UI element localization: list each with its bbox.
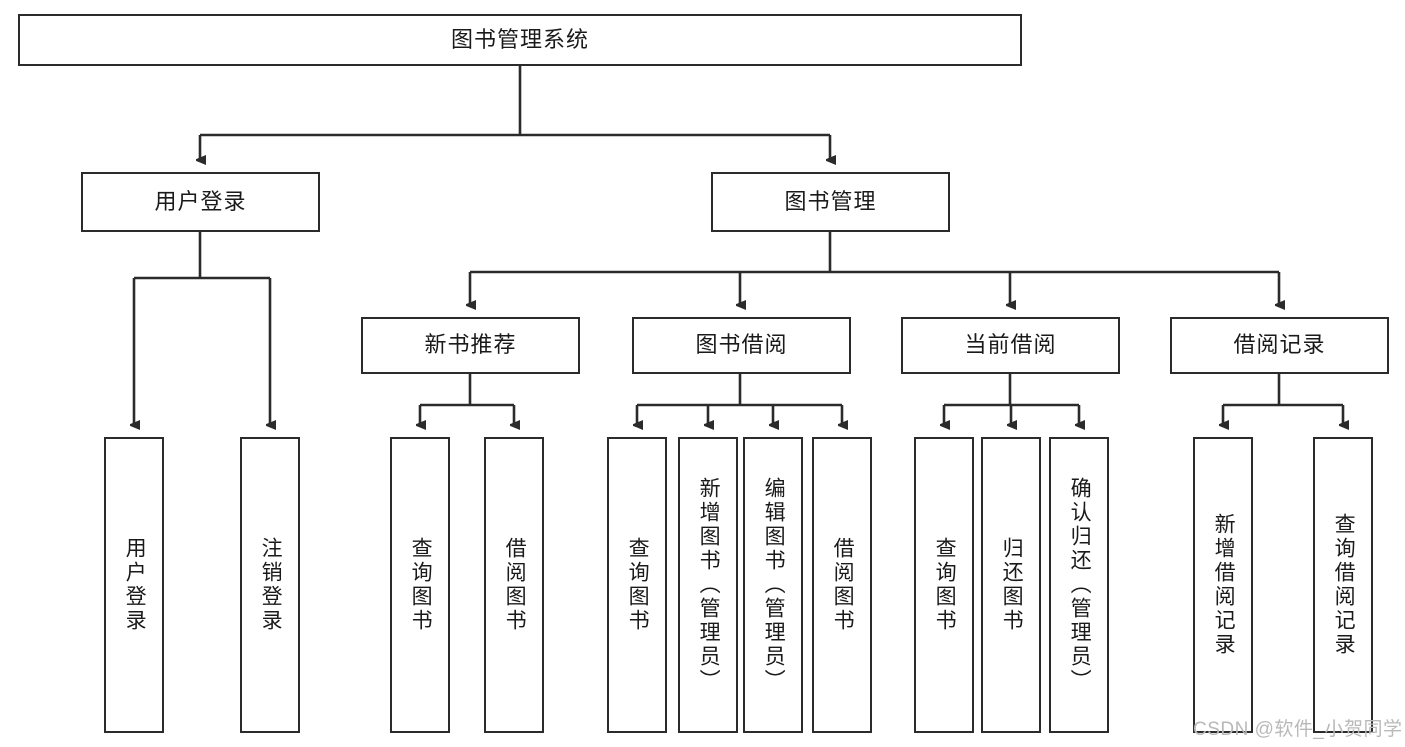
node-leaf-add-book[interactable]: 新增图书（管理员） xyxy=(678,437,738,733)
node-root[interactable]: 图书管理系统 xyxy=(18,14,1022,66)
node-leaf-borrow-book-2-label: 借阅图书 xyxy=(831,537,855,633)
node-leaf-edit-book-label: 编辑图书（管理员） xyxy=(762,477,786,693)
node-user-login-label: 用户登录 xyxy=(154,188,247,214)
node-leaf-add-record-label: 新增借阅记录 xyxy=(1212,513,1236,657)
node-leaf-query-book-1-label: 查询图书 xyxy=(409,537,433,633)
node-leaf-add-record[interactable]: 新增借阅记录 xyxy=(1193,437,1253,733)
node-leaf-confirm-return[interactable]: 确认归还（管理员） xyxy=(1049,437,1109,733)
node-leaf-add-book-label: 新增图书（管理员） xyxy=(697,477,721,693)
node-leaf-query-book-3[interactable]: 查询图书 xyxy=(914,437,974,733)
node-user-login[interactable]: 用户登录 xyxy=(81,172,320,232)
node-new-book-recommend-label: 新书推荐 xyxy=(424,332,517,358)
node-leaf-query-record[interactable]: 查询借阅记录 xyxy=(1313,437,1373,733)
node-current-borrow-label: 当前借阅 xyxy=(964,332,1057,358)
node-borrow-record-label: 借阅记录 xyxy=(1233,332,1326,358)
node-leaf-query-book-1[interactable]: 查询图书 xyxy=(390,437,450,733)
node-book-borrow[interactable]: 图书借阅 xyxy=(632,317,851,374)
node-leaf-borrow-book-1[interactable]: 借阅图书 xyxy=(484,437,544,733)
node-book-manage[interactable]: 图书管理 xyxy=(711,172,950,232)
node-root-label: 图书管理系统 xyxy=(450,26,589,52)
node-new-book-recommend[interactable]: 新书推荐 xyxy=(361,317,580,374)
node-borrow-record[interactable]: 借阅记录 xyxy=(1170,317,1389,374)
node-leaf-query-book-3-label: 查询图书 xyxy=(933,537,957,633)
node-leaf-borrow-book-1-label: 借阅图书 xyxy=(503,537,527,633)
node-leaf-query-record-label: 查询借阅记录 xyxy=(1332,513,1356,657)
node-book-borrow-label: 图书借阅 xyxy=(695,332,788,358)
node-leaf-logout-label: 注销登录 xyxy=(259,537,283,633)
node-leaf-return-book-label: 归还图书 xyxy=(1000,537,1024,633)
watermark: CSDN @软件_小贺同学 xyxy=(1193,719,1403,740)
node-leaf-user-login-label: 用户登录 xyxy=(123,537,147,633)
node-leaf-confirm-return-label: 确认归还（管理员） xyxy=(1068,477,1092,693)
node-leaf-user-login[interactable]: 用户登录 xyxy=(104,437,164,733)
node-leaf-return-book[interactable]: 归还图书 xyxy=(981,437,1041,733)
node-book-manage-label: 图书管理 xyxy=(784,188,877,214)
node-leaf-query-book-2[interactable]: 查询图书 xyxy=(607,437,667,733)
node-leaf-logout[interactable]: 注销登录 xyxy=(240,437,300,733)
node-current-borrow[interactable]: 当前借阅 xyxy=(901,317,1120,374)
node-leaf-edit-book[interactable]: 编辑图书（管理员） xyxy=(743,437,803,733)
node-leaf-borrow-book-2[interactable]: 借阅图书 xyxy=(812,437,872,733)
node-leaf-query-book-2-label: 查询图书 xyxy=(626,537,650,633)
